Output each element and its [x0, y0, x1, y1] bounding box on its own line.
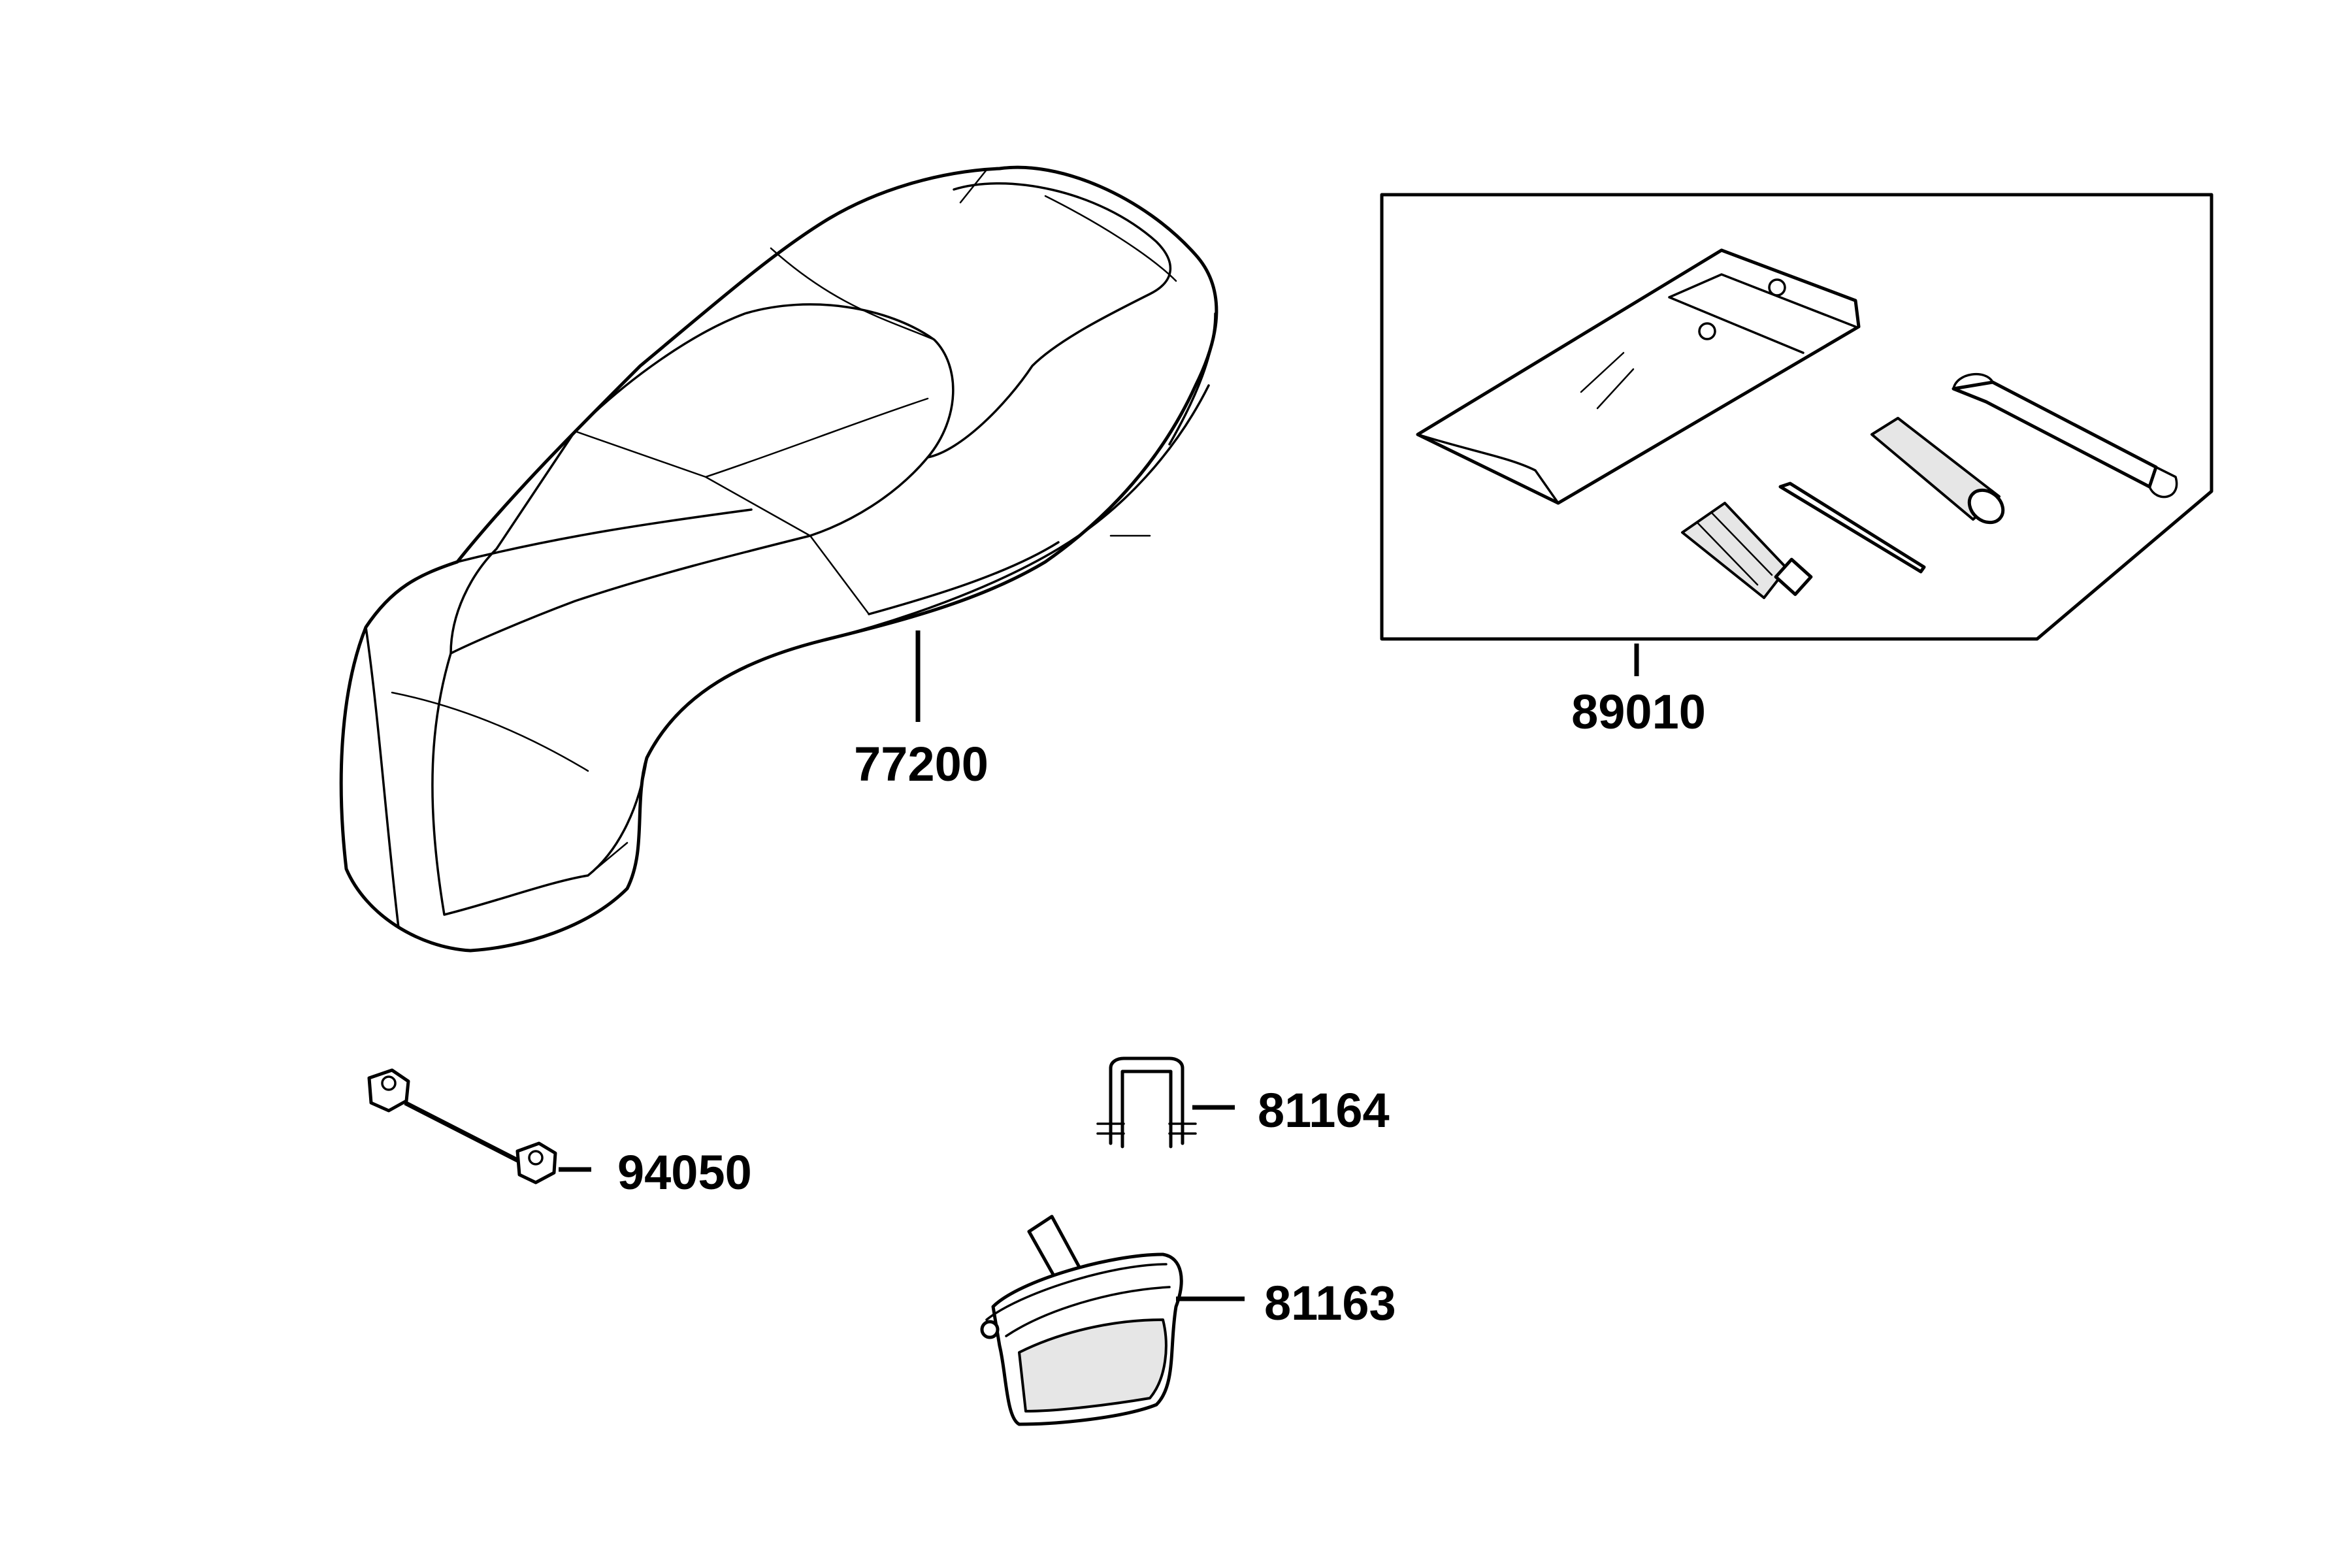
screwdriver-bit [1778, 482, 1926, 574]
tool-pouch-glare [1580, 351, 1635, 410]
screwdriver-shaft [1774, 557, 1813, 596]
tool-pouch-snap-2 [1698, 322, 1716, 340]
open-end-wrench [1952, 380, 2158, 489]
seat-drawing: 77200 [339, 165, 1218, 953]
part-label-89010: 89010 [1571, 685, 1706, 739]
seat-front-panel [365, 508, 753, 929]
tool-pouch-flap [1416, 273, 1857, 504]
latch-left-pin [980, 1320, 1000, 1339]
nut-link-line [404, 1100, 524, 1166]
part-label-77200: 77200 [854, 737, 988, 791]
nut-lower-body [515, 1141, 557, 1184]
latch-drawing: 81163 [980, 1215, 1396, 1426]
tool-kit-drawing: 89010 [1380, 193, 2213, 739]
nut-upper-hole [381, 1075, 397, 1091]
tool-kit-frame [1380, 193, 2213, 641]
nut-upper [367, 1068, 410, 1113]
seat-side-skirt [822, 312, 1217, 642]
part-label-81163: 81163 [1264, 1276, 1396, 1330]
latch-grip [1018, 1318, 1168, 1413]
tool-pouch [1416, 248, 1861, 505]
screwdriver-grip-lines [1696, 512, 1773, 586]
nut-lower [515, 1141, 557, 1184]
part-label-81164: 81164 [1258, 1083, 1390, 1137]
tool-pouch-snap-1 [1768, 278, 1786, 297]
clip-wire [1109, 1056, 1184, 1149]
seat-cross-seams [391, 169, 1177, 877]
seat-passenger-panel [926, 182, 1172, 459]
part-label-94050: 94050 [617, 1145, 752, 1200]
socket-spanner [1870, 417, 2001, 521]
wrench-jaws [1952, 372, 2178, 498]
latch-top-rim [985, 1263, 1171, 1337]
nuts-drawing: 94050 [367, 1068, 752, 1200]
nut-lower-hole [528, 1150, 544, 1166]
clip-drawing: 81164 [1096, 1056, 1390, 1149]
screwdriver-handle [1681, 502, 1788, 599]
clip-coils [1096, 1122, 1197, 1135]
socket-end [1967, 488, 2005, 525]
